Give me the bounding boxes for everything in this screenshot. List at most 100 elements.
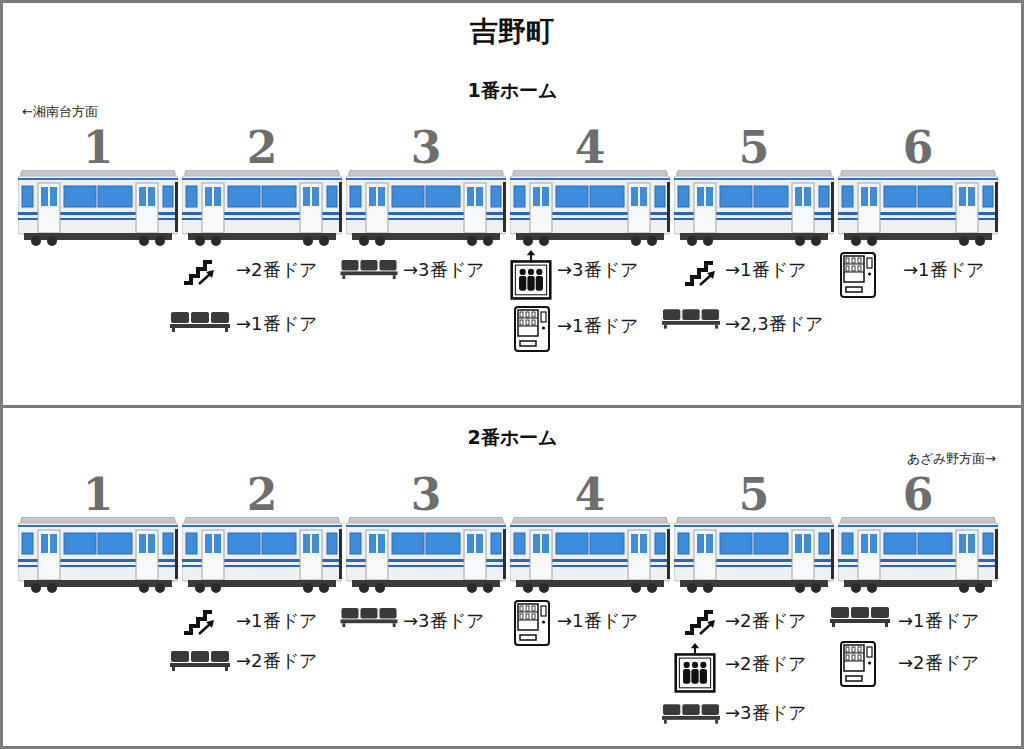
door-window <box>861 187 868 206</box>
vending-machine-icon <box>515 601 549 645</box>
car-door <box>202 183 224 233</box>
car-door <box>38 183 60 233</box>
car-door <box>530 183 552 233</box>
door-window <box>631 187 638 206</box>
car-window <box>392 533 424 554</box>
car-window <box>327 533 337 554</box>
car-top-stripe <box>510 525 670 527</box>
train-car-outline <box>838 170 998 248</box>
car-top-stripe <box>182 525 342 527</box>
car-door <box>38 530 60 580</box>
car-underframe <box>24 580 172 587</box>
vending-machine-icon <box>515 307 549 351</box>
car-window <box>262 533 296 554</box>
platform-heading: 2番ホーム <box>3 425 1021 449</box>
car-wheel <box>139 583 149 593</box>
car-window <box>64 533 96 554</box>
car-wheel <box>319 236 329 246</box>
car-window <box>983 186 993 207</box>
door-window <box>148 534 155 553</box>
door-window <box>369 187 376 206</box>
door-window <box>41 534 48 553</box>
car-coupler <box>831 529 834 579</box>
car-window <box>228 533 260 554</box>
car-window <box>720 186 752 207</box>
car-wheel <box>195 583 205 593</box>
train-car: 3 <box>346 473 506 595</box>
door-window <box>303 534 310 553</box>
train-car-outline <box>182 517 342 595</box>
door-window <box>50 534 57 553</box>
car-wheel <box>851 583 861 593</box>
car-wheel <box>539 236 549 246</box>
car-top-stripe <box>674 525 834 527</box>
platform-panel: 1番ホーム123456 <box>0 0 1024 408</box>
car-wheel <box>703 236 713 246</box>
platform-heading: 1番ホーム <box>3 78 1021 102</box>
car-wheel <box>647 583 657 593</box>
car-window <box>590 186 624 207</box>
car-window <box>720 533 752 554</box>
door-window <box>533 187 540 206</box>
car-window <box>163 533 173 554</box>
car-number: 2 <box>182 126 342 170</box>
car-number: 4 <box>510 473 670 517</box>
car-wheel <box>523 583 533 593</box>
door-window <box>631 534 638 553</box>
car-body <box>346 523 506 581</box>
car-underframe <box>24 233 172 240</box>
car-window <box>842 186 853 207</box>
bench-icon <box>341 260 398 279</box>
car-door <box>300 530 322 580</box>
car-wheel <box>959 583 969 593</box>
door-window <box>312 534 319 553</box>
bench-icon <box>341 608 398 627</box>
car-window <box>754 533 788 554</box>
car-coupler <box>339 182 342 232</box>
car-top-stripe <box>838 525 998 527</box>
door-guide-label: →3番ドア <box>403 609 484 633</box>
door-window <box>467 534 474 553</box>
car-window <box>350 186 361 207</box>
platform-panel: 2番ホーム123456 <box>0 405 1024 749</box>
car-underframe <box>680 580 828 587</box>
door-window <box>378 534 385 553</box>
car-body <box>182 523 342 581</box>
door-guide-label: →3番ドア <box>725 701 806 725</box>
car-body <box>838 523 998 581</box>
door-window <box>467 187 474 206</box>
door-window <box>697 534 704 553</box>
door-window <box>861 534 868 553</box>
car-wheel <box>795 236 805 246</box>
door-guide-label: →2番ドア <box>725 609 806 633</box>
car-door <box>136 530 158 580</box>
car-wheel <box>647 236 657 246</box>
car-wheel <box>631 236 641 246</box>
car-wheel <box>687 583 697 593</box>
car-wheel <box>303 583 313 593</box>
car-door <box>956 183 978 233</box>
train-car: 6 <box>838 126 998 248</box>
door-guide-label: →3番ドア <box>403 258 484 282</box>
car-wheel <box>47 583 57 593</box>
door-guide-label: →1番ドア <box>557 609 638 633</box>
car-underframe <box>516 580 664 587</box>
train-car-outline <box>346 517 506 595</box>
train-car: 1 <box>18 473 178 595</box>
car-body <box>346 176 506 234</box>
door-window <box>214 187 221 206</box>
door-window <box>50 187 57 206</box>
door-window <box>148 187 155 206</box>
car-door <box>300 183 322 233</box>
stairs-icon <box>184 612 214 634</box>
door-window <box>542 187 549 206</box>
car-window <box>491 186 501 207</box>
car-window <box>884 533 916 554</box>
car-top-stripe <box>18 525 178 527</box>
train-car: 2 <box>182 126 342 248</box>
car-top-stripe <box>346 525 506 527</box>
door-window <box>41 187 48 206</box>
car-body <box>674 176 834 234</box>
car-wheel <box>359 236 369 246</box>
car-wheel <box>811 583 821 593</box>
